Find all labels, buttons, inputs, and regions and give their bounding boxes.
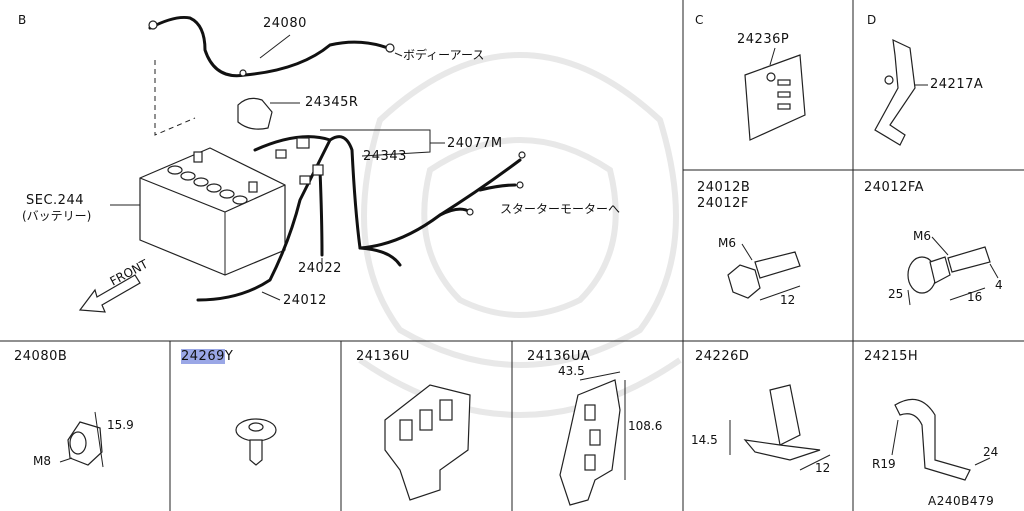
holder-height-108-6: 108.6 <box>628 419 663 433</box>
nut-size-m8: M8 <box>33 454 51 468</box>
part-label-24269y: 24269Y <box>181 349 234 364</box>
part-label-24080: 24080 <box>263 16 307 31</box>
part-suffix: Y <box>224 349 234 364</box>
wiring-harness <box>148 16 522 302</box>
starter-motor-label: スターターモーターへ <box>500 202 621 216</box>
bolt-length-12: 12 <box>780 293 796 307</box>
part-label-24226d: 24226D <box>695 349 750 364</box>
part-label-24012: 24012 <box>283 293 327 308</box>
highlighted-part-number: 24269 <box>181 349 225 364</box>
dashed-leader <box>154 60 196 136</box>
part-label-24012fa: 24012FA <box>864 180 925 195</box>
strap-clamp-illustration <box>891 398 991 481</box>
panel-letter-d: D <box>867 13 877 27</box>
flange-dim-16: 16 <box>967 290 983 304</box>
battery-sec-label: SEC.244 <box>26 193 84 208</box>
part-label-24012b: 24012B <box>697 180 751 195</box>
part-label-24022: 24022 <box>298 261 342 276</box>
watermark-emblem <box>358 52 682 418</box>
body-earth-label: ボディーアース <box>403 48 485 62</box>
clip-24226d-illustration <box>729 384 831 471</box>
clip-width-12: 12 <box>815 461 831 475</box>
diagram-reference-code: A240B479 <box>928 494 995 508</box>
panel-letter-b: B <box>18 13 27 27</box>
flange-bolt-size-m6: M6 <box>913 229 931 243</box>
part-label-24343: 24343 <box>363 149 407 164</box>
bracket-24136u-illustration <box>384 384 471 501</box>
front-arrow-icon <box>78 274 141 313</box>
holder-width-43-5: 43.5 <box>558 364 585 378</box>
terminals <box>148 20 526 216</box>
part-label-24345r: 24345R <box>305 95 359 110</box>
bolt-size-m6: M6 <box>718 236 736 250</box>
label-plate-illustration <box>744 47 806 141</box>
part-label-24136ua: 24136UA <box>527 349 591 364</box>
strap-radius-r19: R19 <box>872 457 896 471</box>
leader-lines <box>110 34 445 301</box>
part-label-24217a: 24217A <box>930 77 984 92</box>
flange-bolt-illustration <box>907 236 999 306</box>
bolt-illustration <box>727 243 801 301</box>
panel-letter-c: C <box>695 13 704 27</box>
bracket-illustration <box>874 38 928 146</box>
battery-illustration <box>139 147 286 276</box>
flange-dim-25: 25 <box>888 287 904 301</box>
part-label-24236p: 24236P <box>737 32 790 47</box>
nut-dim-15-9: 15.9 <box>107 418 134 432</box>
part-label-24012f: 24012F <box>697 196 749 211</box>
clip-illustration <box>235 418 277 466</box>
part-label-24136u: 24136U <box>356 349 410 364</box>
holder-24136ua-illustration <box>559 371 626 506</box>
strap-width-24: 24 <box>983 445 999 459</box>
part-label-24080b: 24080B <box>14 349 68 364</box>
part-label-24077m: 24077M <box>447 136 503 151</box>
part-label-24215h: 24215H <box>864 349 919 364</box>
battery-label: (バッテリー) <box>22 209 92 223</box>
nut-illustration <box>59 411 104 468</box>
clip-height-14-5: 14.5 <box>691 433 718 447</box>
flange-dim-4: 4 <box>995 278 1003 292</box>
